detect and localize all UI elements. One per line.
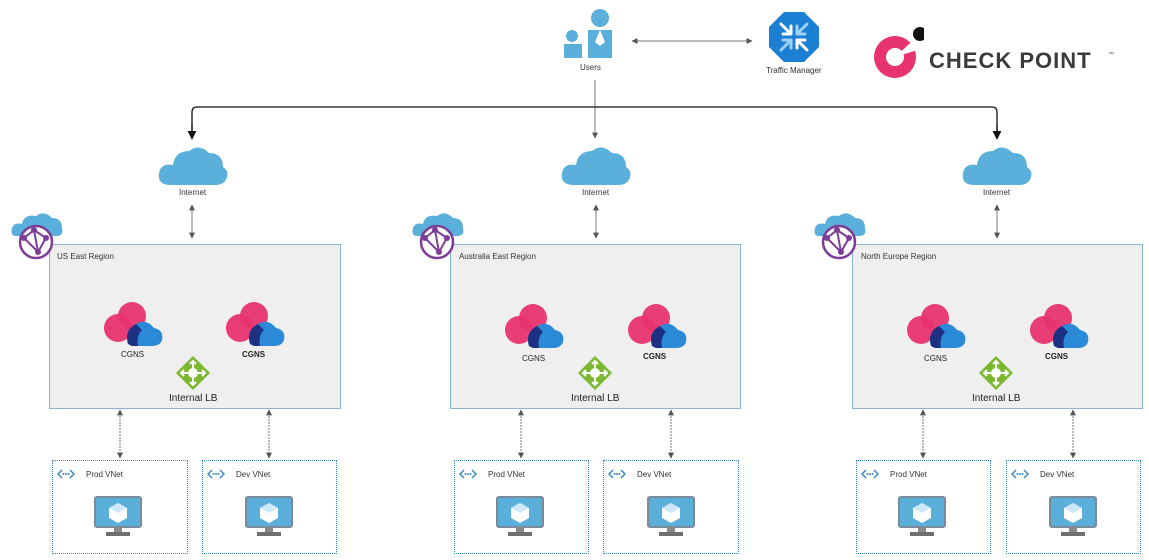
vnet-label: Dev VNet [1040,470,1075,479]
bus-connector [191,106,998,138]
traffic-manager-icon [769,12,819,62]
region-globe-icon [11,213,63,260]
vnet-icon [459,469,477,479]
cgns-label: CGNS [924,354,948,363]
vm-icon [245,496,293,536]
vnet-icon [861,469,879,479]
vnet-icon [608,469,626,479]
load-balancer-icon [578,356,612,390]
vnet-label: Prod VNet [488,470,525,479]
region-label: North Europe Region [861,252,937,261]
vnet-icon [57,469,75,479]
vnet-label: Dev VNet [236,470,271,479]
cgns-label: CGNS [643,352,667,361]
cgns-icon [505,304,564,348]
cgns-label: CGNS [1045,352,1069,361]
traffic-manager-label: Traffic Manager [766,66,822,75]
checkpoint-brand-text: CHECK POINT [929,48,1092,73]
vnet-label: Prod VNet [890,470,927,479]
vnet-box-prod [454,460,589,554]
checkpoint-logo [874,27,924,78]
users-label: Users [580,63,601,72]
cgns-icon [628,304,687,348]
region-globe-icon [412,213,464,260]
vm-icon [647,496,695,536]
internal-lb-label: Internal LB [972,393,1021,404]
cgns-icon [1030,304,1089,348]
region-globe-icon [814,213,866,260]
cloud-icon [962,147,1032,185]
cgns-label: CGNS [121,350,145,359]
users-icon [564,9,612,58]
cgns-icon [104,302,163,346]
cgns-label: CGNS [522,354,546,363]
internet-label: Internet [582,188,610,197]
load-balancer-icon [979,356,1013,390]
cgns-icon [226,302,285,346]
cloud-icon [158,147,228,185]
vnet-label: Prod VNet [86,470,123,479]
vm-icon [1049,496,1097,536]
load-balancer-icon [176,356,210,390]
cgns-icon [907,304,966,348]
checkpoint-tm: ™ [1108,52,1114,58]
vm-icon [898,496,946,536]
internet-label: Internet [179,188,207,197]
cloud-icon [561,147,631,185]
region-label: Australia East Region [459,252,536,261]
internal-lb-label: Internal LB [169,393,218,404]
internal-lb-label: Internal LB [571,393,620,404]
vnet-label: Dev VNet [637,470,672,479]
region-label: US East Region [57,252,114,261]
vm-icon [496,496,544,536]
internet-label: Internet [983,188,1011,197]
vm-icon [94,496,142,536]
vnet-icon [207,469,225,479]
vnet-icon [1011,469,1029,479]
cgns-label: CGNS [242,350,266,359]
